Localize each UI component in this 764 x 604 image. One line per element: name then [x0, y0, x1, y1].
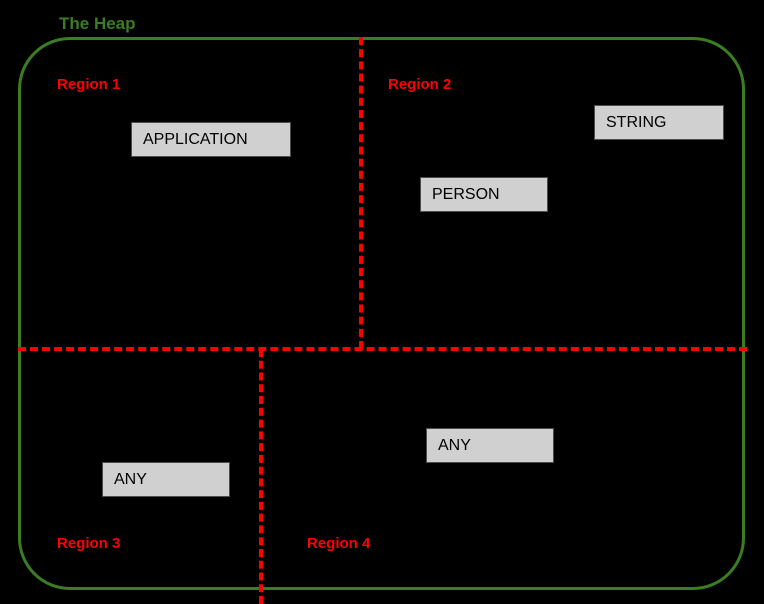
- region-label-region-1: Region 1: [57, 76, 121, 93]
- object-box-any-region-3: ANY: [102, 462, 230, 497]
- region-label-region-3: Region 3: [57, 535, 121, 552]
- heap-title-label: The Heap: [59, 14, 136, 33]
- object-box-person: PERSON: [420, 177, 548, 212]
- region-divider-vertical-top: [359, 37, 363, 349]
- region-label-region-2: Region 2: [388, 76, 452, 93]
- region-divider-horizontal: [18, 347, 747, 351]
- object-box-application: APPLICATION: [131, 122, 291, 157]
- object-box-string: STRING: [594, 105, 724, 140]
- heap-boundary: [18, 37, 745, 590]
- object-box-any-region-4: ANY: [426, 428, 554, 463]
- region-label-region-4: Region 4: [307, 535, 371, 552]
- region-divider-vertical-bottom: [259, 349, 263, 604]
